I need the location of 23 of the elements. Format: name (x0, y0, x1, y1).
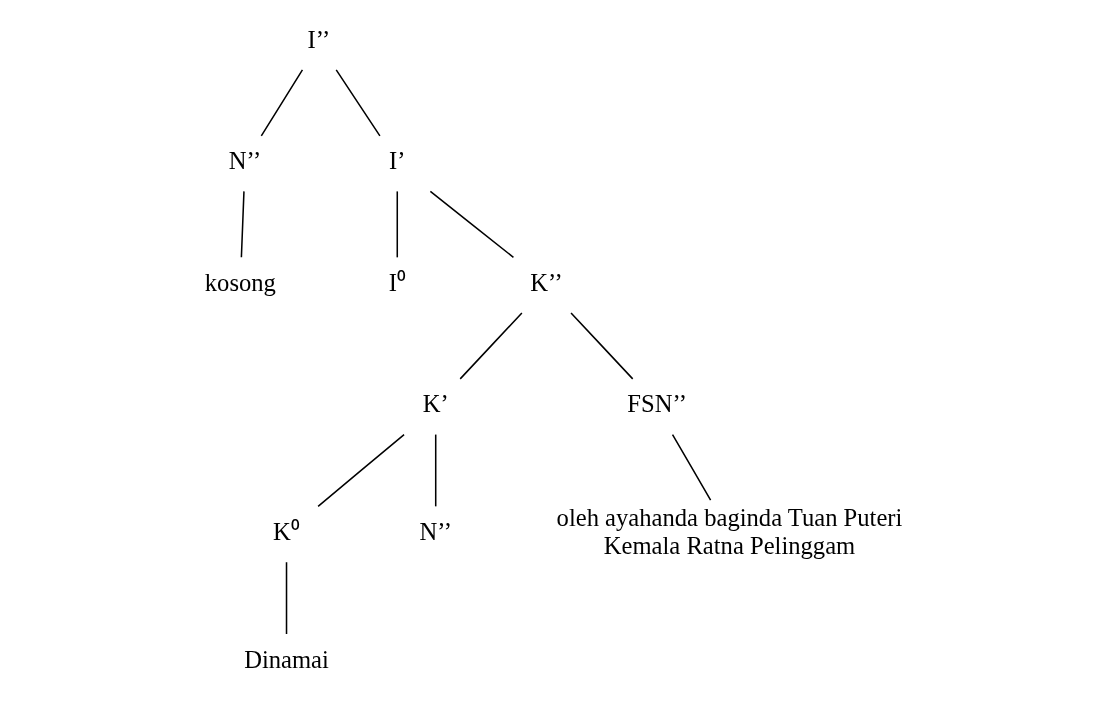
node-text: N’’ (228, 147, 261, 175)
node-text: FSN’’ (626, 390, 687, 418)
connector (434, 433, 436, 508)
node-text: oleh ayahanda baginda Tuan Puteri Kemala Ratna Pelinggam (556, 504, 902, 559)
connector (671, 433, 711, 501)
node-text: Dinamai (243, 645, 329, 673)
node-text: kosong (204, 268, 276, 296)
node-text: K’’ (529, 268, 563, 296)
node-text: I’ (388, 147, 405, 175)
node-text: I’’ (306, 25, 330, 53)
connector (285, 561, 287, 635)
connector (396, 190, 398, 259)
connector (316, 433, 405, 508)
connector (458, 312, 523, 380)
node-text: N’’ (419, 518, 452, 546)
node-text: I⁰ (388, 268, 406, 296)
node-text: K’ (422, 390, 449, 418)
connector (260, 69, 303, 137)
node-text: K⁰ (272, 518, 300, 546)
connector (569, 312, 633, 380)
connector (240, 190, 245, 259)
connector (429, 190, 514, 259)
connector (334, 69, 381, 137)
